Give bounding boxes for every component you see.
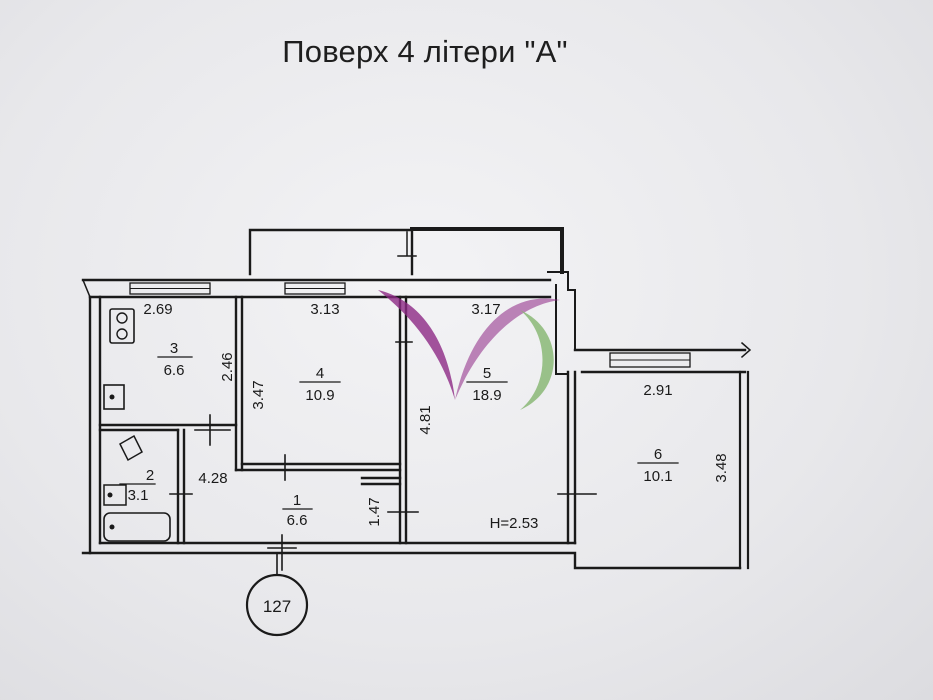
wall-bath-east <box>176 428 186 545</box>
room-5-area: 18.9 <box>472 387 501 404</box>
bathtub-icon <box>103 512 171 542</box>
apartment-number: 127 <box>263 597 291 616</box>
balcony-door-mark <box>397 231 417 257</box>
bathroom-sink-icon <box>103 484 127 506</box>
room-2-number: 2 <box>146 467 154 484</box>
wall-room4-room5 <box>398 295 408 545</box>
wall-closet <box>360 476 402 486</box>
watermark-logo <box>378 290 560 410</box>
wall-room5-room6 <box>566 370 577 545</box>
room-6-number: 6 <box>654 446 662 463</box>
dim-2-69: 2.69 <box>143 301 172 318</box>
west-wall <box>88 295 102 555</box>
room-1-number: 1 <box>293 492 301 509</box>
dim-3-47: 3.47 <box>250 380 267 409</box>
east-wall <box>738 370 750 570</box>
entrance-door <box>267 534 297 571</box>
north-wall <box>81 278 552 299</box>
room-3-area: 6.6 <box>164 362 185 379</box>
kitchen-sink-icon <box>103 384 125 410</box>
room-4-area: 10.9 <box>305 387 334 404</box>
balcony-outline <box>248 228 414 276</box>
wall-room4-south <box>234 462 402 472</box>
balcony-heavy-rail <box>410 227 564 274</box>
toilet-icon <box>119 434 143 462</box>
dim-1-47: 1.47 <box>366 497 383 526</box>
ceiling-height: H=2.53 <box>490 515 539 532</box>
dim-4-81: 4.81 <box>417 405 434 434</box>
dim-4-28: 4.28 <box>198 470 227 487</box>
stove-icon <box>109 308 135 344</box>
wall-room3-south <box>98 423 238 432</box>
room-2-area: 3.1 <box>128 487 149 504</box>
dim-3-13: 3.13 <box>310 301 339 318</box>
dim-3-48: 3.48 <box>713 453 730 482</box>
room-4-number: 4 <box>316 365 324 382</box>
room-5-number: 5 <box>483 365 491 382</box>
floor-title: Поверх 4 літери "А" <box>282 34 568 69</box>
dim-3-17: 3.17 <box>471 301 500 318</box>
door-room3 <box>194 414 231 446</box>
east-wing-north-wall <box>573 348 747 374</box>
room-6-area: 10.1 <box>643 468 672 485</box>
wall-room3-room4 <box>234 295 244 472</box>
room-3-number: 3 <box>170 340 178 357</box>
dim-2-46: 2.46 <box>219 352 236 381</box>
south-wall <box>81 541 742 570</box>
dim-2-91: 2.91 <box>643 382 672 399</box>
room-1-area: 6.6 <box>287 512 308 529</box>
